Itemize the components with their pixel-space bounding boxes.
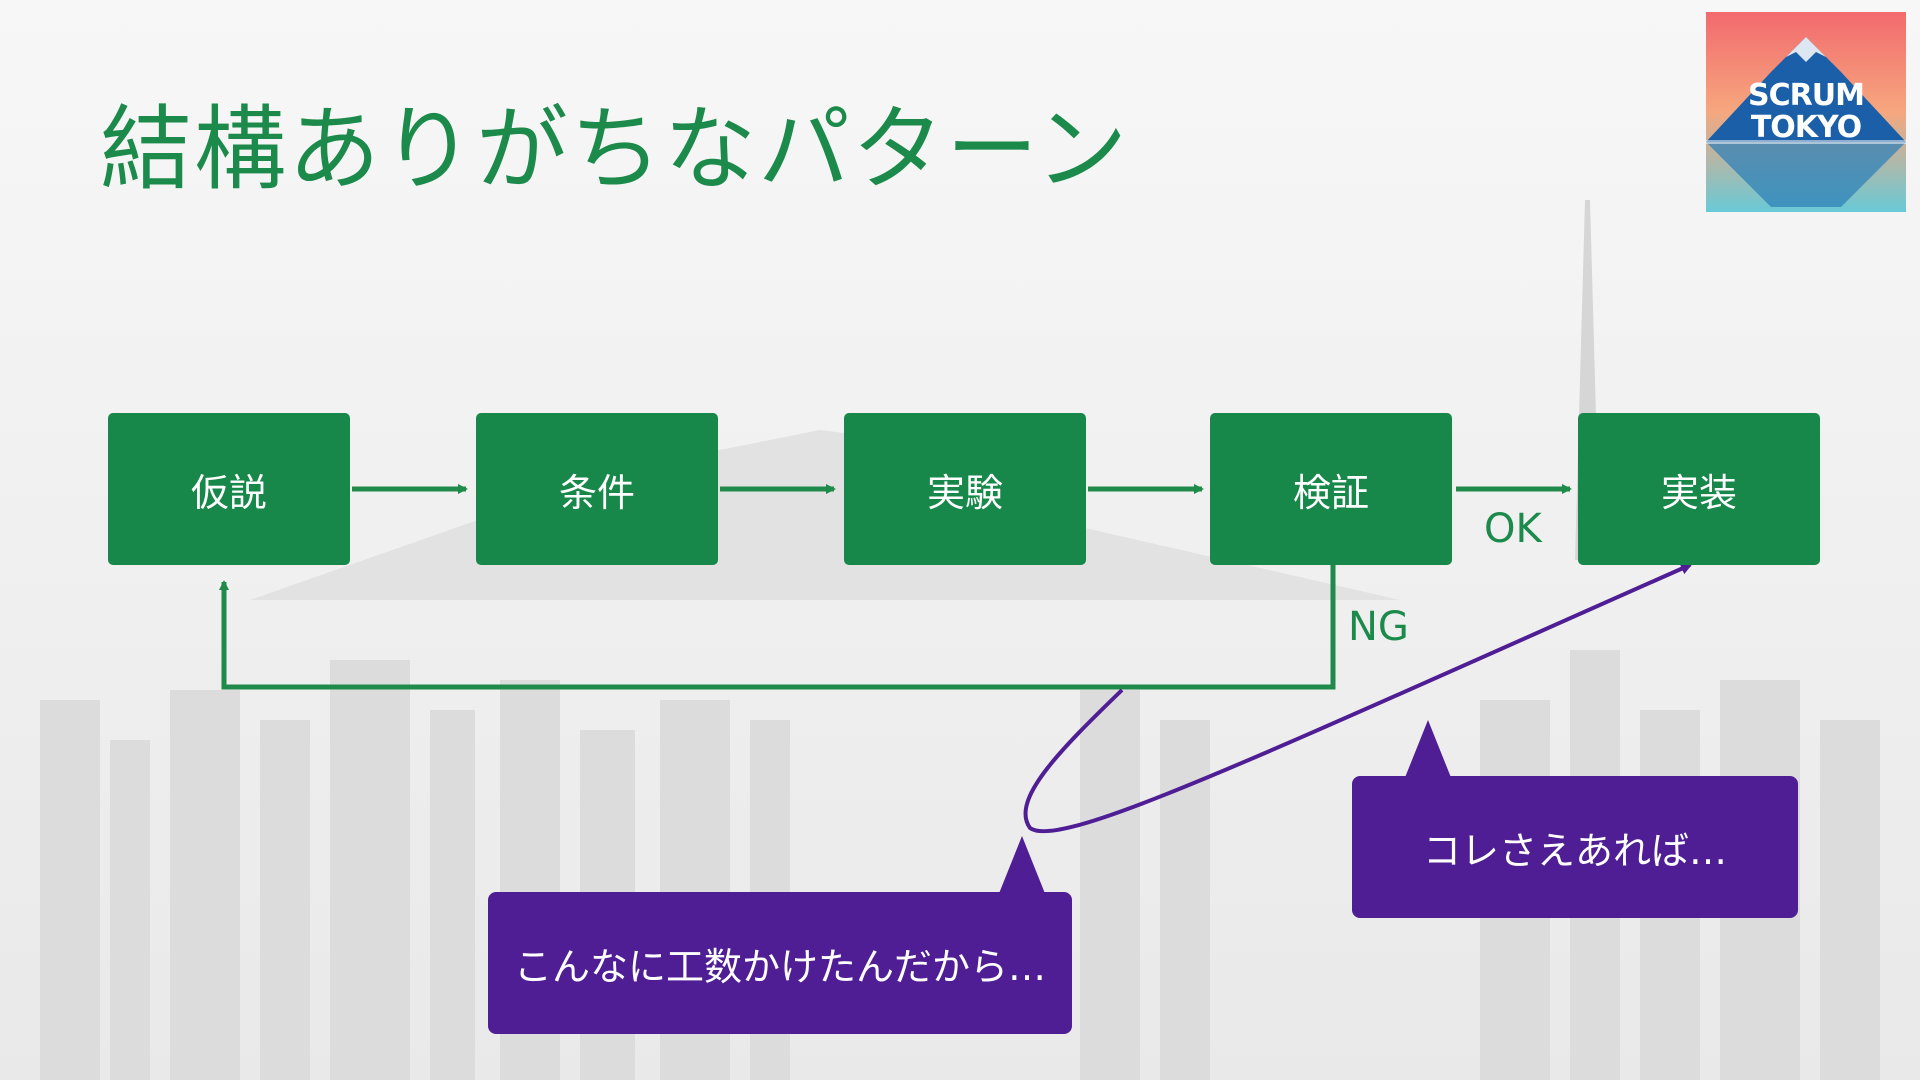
ng-label: NG (1348, 604, 1409, 650)
ok-label: OK (1484, 506, 1542, 552)
logo-mountain-icon (1706, 12, 1906, 212)
page-title: 結構ありがちなパターン (100, 96, 1130, 203)
scrum-tokyo-logo: SCRUM TOKYO (1706, 12, 1906, 212)
step-hypothesis: 仮説 (108, 413, 350, 565)
step-implementation: 実装 (1578, 413, 1820, 565)
logo-text-line2: TOKYO (1750, 110, 1862, 145)
step-experiment: 実験 (844, 413, 1086, 565)
step-verification: 検証 (1210, 413, 1452, 565)
callout-left-tail (998, 836, 1046, 896)
callout-right: コレさえあれば… (1352, 776, 1798, 918)
purple-skip-arrow (1023, 563, 1693, 834)
step-condition: 条件 (476, 413, 718, 565)
logo-text-line1: SCRUM (1748, 78, 1865, 113)
arrow-ng-loop-back (219, 565, 1336, 690)
callout-right-tail (1404, 720, 1452, 780)
callout-left: こんなに工数かけたんだから… (488, 892, 1072, 1034)
